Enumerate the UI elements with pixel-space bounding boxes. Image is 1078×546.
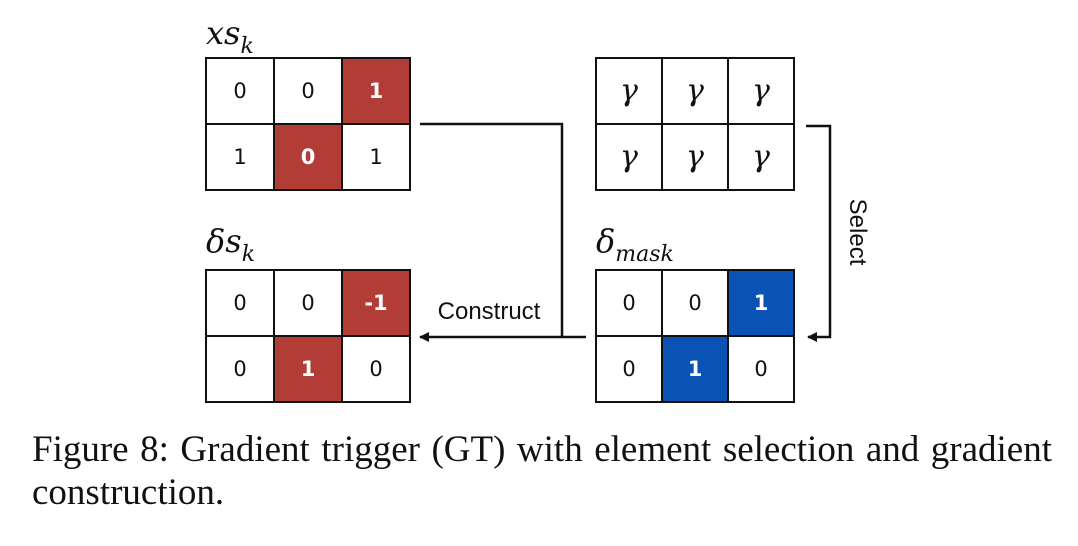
matrix-cell — [341, 335, 411, 403]
matrix-cell — [595, 123, 663, 191]
matrix-cell — [661, 269, 729, 337]
matrix-cell — [273, 123, 343, 191]
matrix-cell — [273, 335, 343, 403]
matrix-cell-value: γ — [752, 140, 770, 175]
matrix-cell-value: 0 — [754, 357, 767, 381]
matrix-cell-value: γ — [620, 74, 638, 109]
delta-s-matrix-label: δsk — [206, 222, 255, 267]
matrix-cell-value: 0 — [688, 291, 701, 315]
matrix-cell-value: γ — [686, 140, 704, 175]
matrix-cell — [727, 123, 795, 191]
matrix-cell-value: 1 — [688, 357, 703, 381]
matrix-cell — [205, 335, 275, 403]
matrix-cell — [205, 57, 275, 125]
matrix-cell-value: 0 — [622, 291, 635, 315]
matrix-cell-value: 0 — [301, 79, 314, 103]
select-label: Select — [844, 199, 871, 266]
delta-s-matrix: 0 0 -1 0 1 0 — [205, 269, 411, 403]
matrix-cell-value: -1 — [364, 291, 387, 315]
matrix-cell — [595, 335, 663, 403]
matrix-cell — [273, 57, 343, 125]
matrix-cell — [727, 335, 795, 403]
matrix-cell-value: 0 — [301, 291, 314, 315]
matrix-cell — [595, 269, 663, 337]
matrix-cell — [727, 269, 795, 337]
matrix-cell-value: γ — [686, 74, 704, 109]
matrix-cell-value: 0 — [369, 357, 382, 381]
matrix-cell-value: 1 — [369, 145, 382, 169]
construct-label: Construct — [438, 298, 541, 325]
matrix-cell — [661, 335, 729, 403]
xs-matrix: 0 0 1 1 0 1 — [205, 57, 411, 191]
xs-matrix-label: xsk — [206, 14, 254, 59]
matrix-cell — [661, 57, 729, 125]
matrix-cell-value: 1 — [369, 79, 384, 103]
matrix-cell-value: 0 — [233, 79, 246, 103]
matrix-cell-value: 0 — [301, 145, 316, 169]
matrix-cell — [273, 269, 343, 337]
matrix-cell-value: γ — [620, 140, 638, 175]
matrix-cell-value: 0 — [233, 357, 246, 381]
matrix-cell-value: 1 — [754, 291, 769, 315]
figure-caption: Figure 8: Gradient trigger (GT) with ele… — [32, 429, 1052, 513]
matrix-cell-value: 0 — [622, 357, 635, 381]
xs-to-construct-line — [420, 122, 564, 337]
matrix-cell-value: 1 — [233, 145, 246, 169]
delta-mask-matrix-label: δmask — [596, 222, 674, 267]
delta-mask-matrix: 0 0 1 0 1 0 — [595, 269, 795, 403]
matrix-cell-value: 0 — [233, 291, 246, 315]
matrix-cell-value: 1 — [301, 357, 316, 381]
matrix-cell — [341, 123, 411, 191]
select-arrow — [806, 124, 832, 342]
matrix-cell-value: γ — [752, 74, 770, 109]
